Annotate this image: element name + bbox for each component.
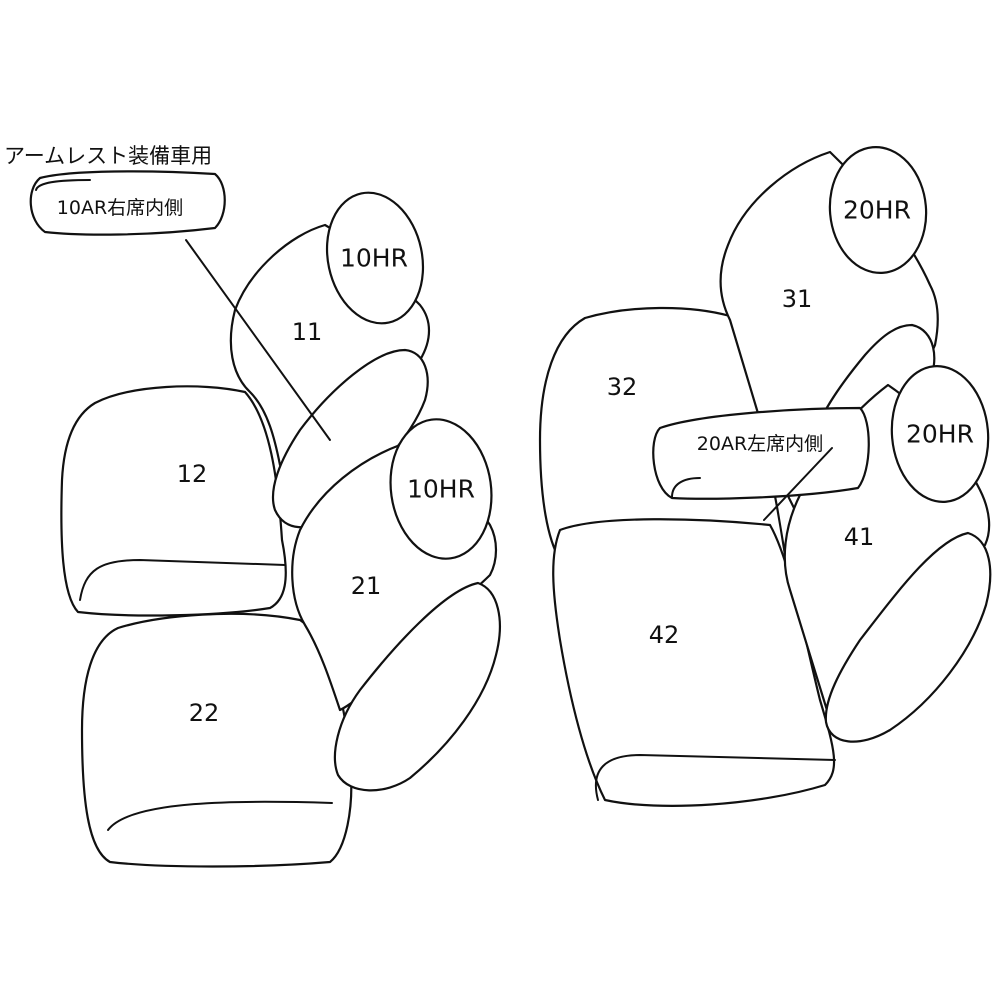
headrest-label-front-lower: 10HR xyxy=(407,475,475,504)
headrest-10hr-lower: 10HR xyxy=(389,418,493,560)
part-label-22: 22 xyxy=(189,699,220,727)
seat-part-42: 42 xyxy=(552,518,836,807)
part-label-32: 32 xyxy=(607,373,638,401)
seat-part-22: 22 xyxy=(80,612,353,868)
part-label-11: 11 xyxy=(292,318,323,346)
note-label-armrest-right: 10AR右席内側 xyxy=(57,197,183,219)
headrest-label-rear-upper: 20HR xyxy=(843,196,911,225)
headrest-10hr-upper: 10HR xyxy=(325,191,425,325)
seat-21-bolster xyxy=(333,581,501,792)
headrest-label-front-upper: 10HR xyxy=(340,244,408,273)
part-label-42: 42 xyxy=(649,621,680,649)
headrest-20hr-upper: 20HR xyxy=(828,146,928,274)
part-label-21: 21 xyxy=(351,572,382,600)
headrest-20hr-lower: 20HR xyxy=(890,365,990,503)
note-armrest-right: 10AR右席内側 xyxy=(29,170,331,441)
seat-41-bolster xyxy=(824,531,992,743)
diagram-title: アームレスト装備車用 xyxy=(4,144,212,168)
armrest-right xyxy=(271,348,429,529)
note-label-armrest-left: 20AR左席内側 xyxy=(697,433,823,455)
part-label-12: 12 xyxy=(177,460,208,488)
part-label-41: 41 xyxy=(844,523,875,551)
seat-part-12: 12 xyxy=(60,385,287,617)
leader-line-right xyxy=(185,239,331,441)
leader-line-left xyxy=(763,447,833,521)
note-armrest-left: 20AR左席内側 xyxy=(652,406,870,521)
part-label-31: 31 xyxy=(782,285,813,313)
headrest-label-rear-lower: 20HR xyxy=(906,420,974,449)
